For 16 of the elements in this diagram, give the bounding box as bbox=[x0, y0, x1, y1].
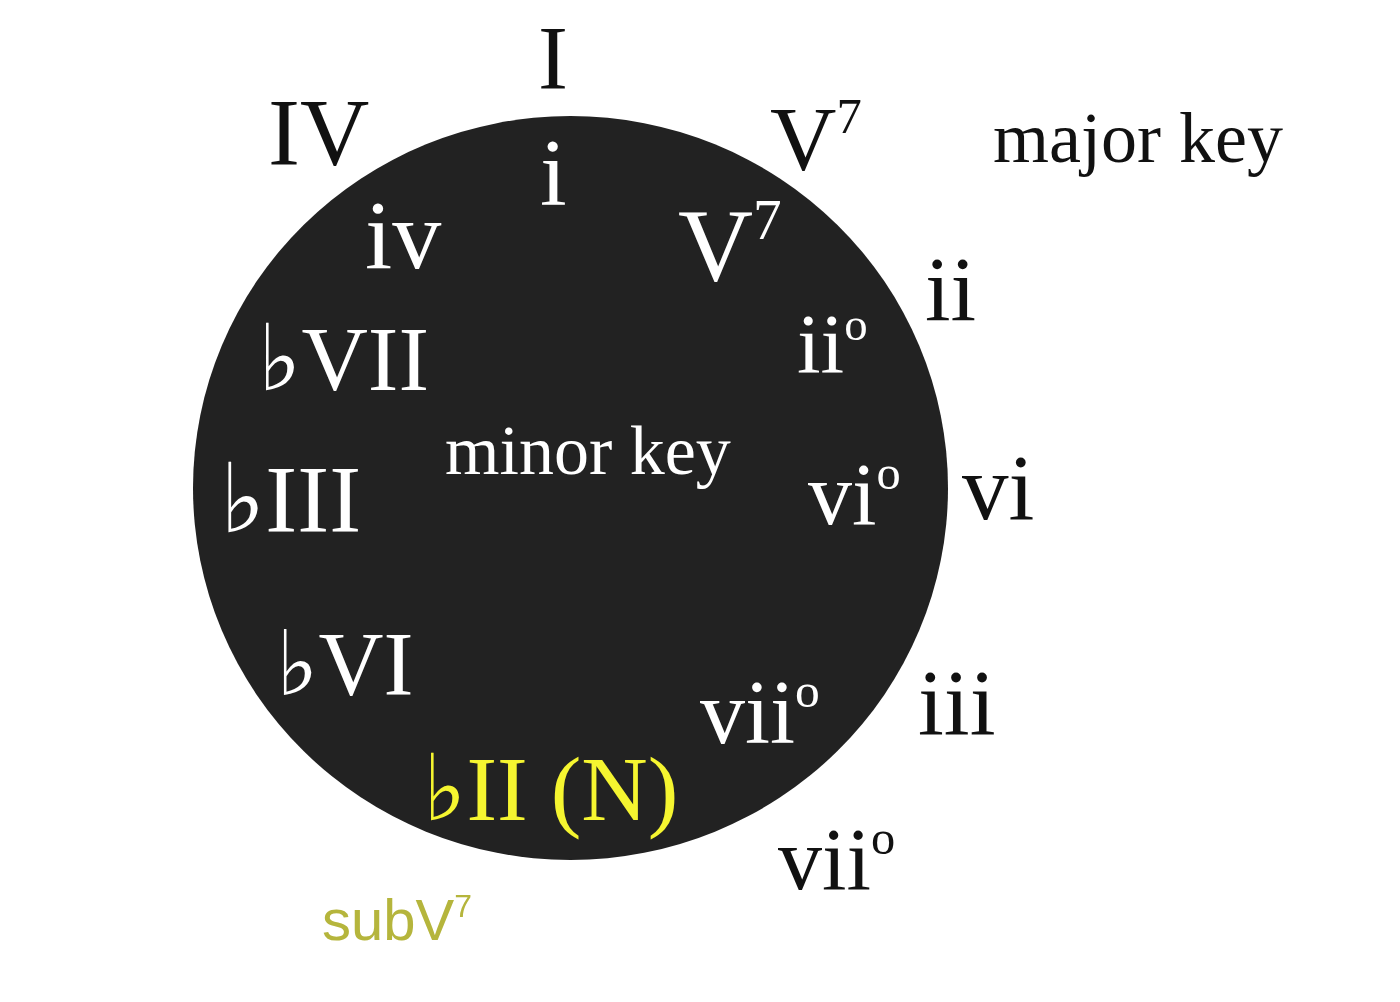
chord-numeral: ♭II (N) bbox=[423, 736, 679, 842]
chord-numeral: I bbox=[538, 7, 568, 110]
chord-numeral: vi bbox=[962, 435, 1035, 542]
key-label: minor key bbox=[445, 411, 731, 492]
chord-numeral: ii bbox=[925, 236, 977, 342]
chord-numeral: vii$^{o}$ bbox=[778, 810, 896, 910]
chord-numeral: ♭VI bbox=[276, 613, 414, 716]
chord-numeral: ♭III bbox=[220, 445, 362, 555]
key-label: major key bbox=[993, 97, 1283, 180]
chord-numeral: subV$^{7}$ bbox=[322, 885, 472, 954]
chord-numeral: ♭VII bbox=[258, 306, 430, 412]
chord-numeral: ii$^{o}$ bbox=[797, 296, 868, 394]
chord-numeral: vii$^{o}$ bbox=[700, 661, 820, 764]
chord-numeral: iii bbox=[918, 650, 996, 757]
chord-numeral: i bbox=[540, 118, 567, 228]
chord-numeral: vi$^{o}$ bbox=[808, 445, 901, 545]
